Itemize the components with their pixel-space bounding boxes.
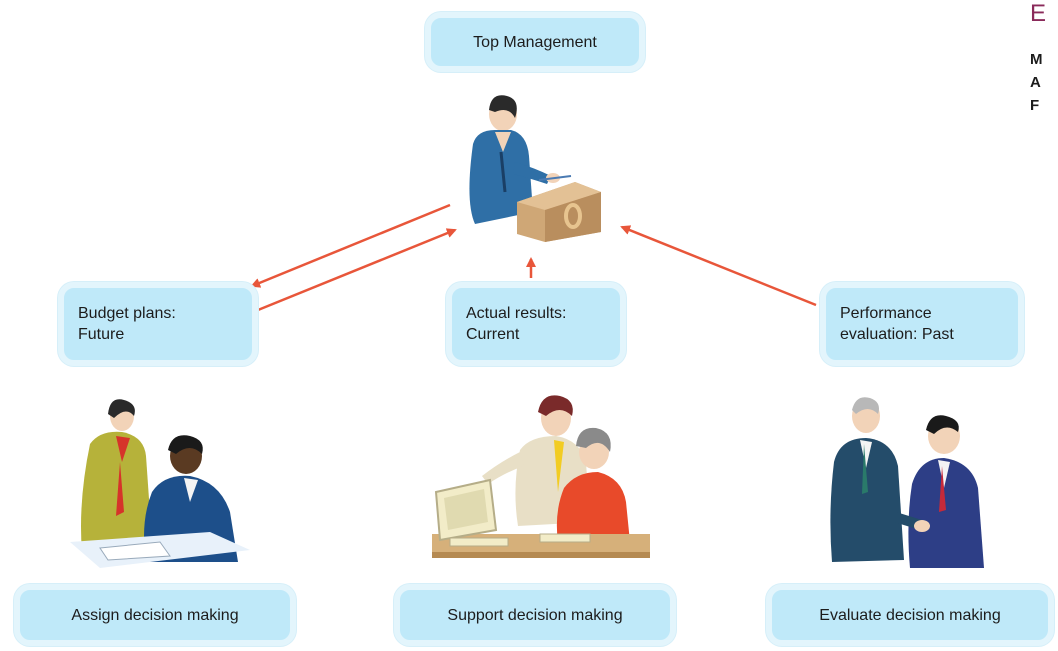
- assign-decision-making-label: Assign decision making: [71, 606, 239, 624]
- top-management-box: Top Management: [425, 12, 645, 72]
- arrow-budget-to-manager: [257, 228, 457, 312]
- top-management-label: Top Management: [473, 33, 597, 51]
- two-people-at-computer-figure: [432, 395, 650, 558]
- actual-results-label: Actual results: Current: [466, 305, 567, 343]
- performance-evaluation-box: Performance evaluation: Past: [820, 282, 1024, 366]
- manager-at-podium-figure: [469, 95, 601, 242]
- budget-plans-label: Budget plans: Future: [78, 305, 176, 343]
- evaluate-decision-making-label: Evaluate decision making: [819, 606, 1001, 624]
- arrow-performance-to-manager: [620, 225, 817, 307]
- assign-decision-making-box: Assign decision making: [14, 584, 296, 646]
- budget-plans-box: Budget plans: Future: [58, 282, 258, 366]
- support-decision-making-box: Support decision making: [394, 584, 676, 646]
- two-men-shaking-hands-figure: [830, 397, 984, 568]
- actual-results-box: Actual results: Current: [446, 282, 626, 366]
- two-people-reviewing-papers-figure: [70, 399, 250, 568]
- evaluate-decision-making-box: Evaluate decision making: [766, 584, 1054, 646]
- support-decision-making-label: Support decision making: [447, 606, 623, 624]
- side-title: E: [1030, 0, 1047, 27]
- side-text: M A F: [1030, 51, 1043, 114]
- arrow-manager-to-budget: [250, 203, 451, 288]
- performance-evaluation-label: Performance evaluation: Past: [840, 305, 954, 343]
